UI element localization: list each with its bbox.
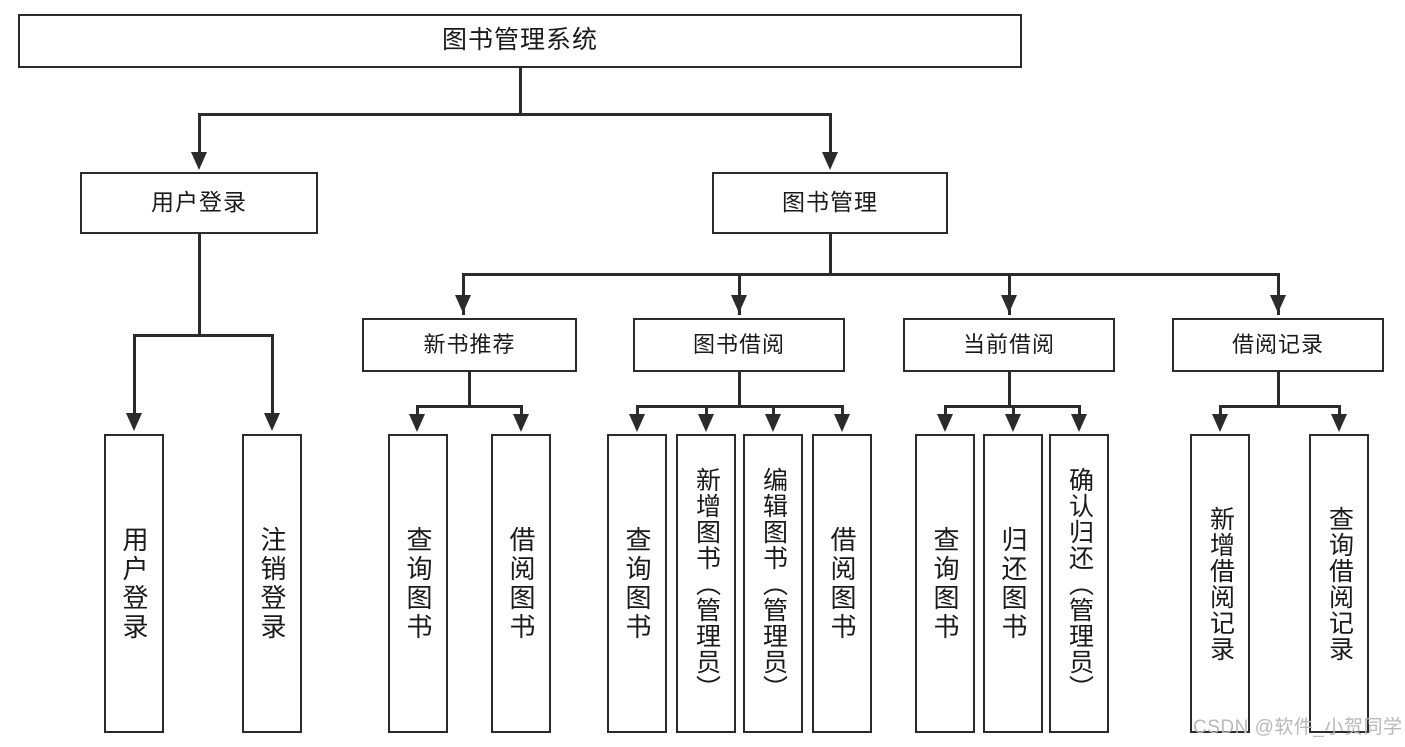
connector-cb-to-leaf-3 [1078,405,1081,417]
connector-user-login-bus [133,334,273,337]
node-label: 借阅记录 [1231,332,1324,358]
node-label: 借阅图书 [827,525,858,642]
connector-root-to-book-management [829,113,832,155]
arrowhead-icon [731,295,747,313]
connector-bb-to-leaf-3 [772,405,775,417]
connector-current-borrow-bus [944,405,1078,408]
connector-book-borrow-bus [636,405,844,408]
connector-new-book-to-leaf-1 [416,405,419,417]
arrowhead-icon [264,413,280,431]
connector-root-to-user-login [198,113,201,155]
connector-root-bus [198,113,832,116]
connector-current-borrow-trunk [1008,372,1011,406]
node-label: 查询图书 [403,525,434,642]
leaf-borrow-book-recommend[interactable]: 借阅图书 [491,434,551,733]
connector-br-to-leaf-2 [1338,405,1341,417]
connector-br-to-leaf-1 [1219,405,1222,417]
arrowhead-icon [126,413,142,431]
connector-book-management-trunk [829,234,832,274]
leaf-query-borrow-record[interactable]: 查询借阅记录 [1309,434,1369,733]
connector-cb-to-leaf-1 [944,405,947,417]
connector-new-book-bus [416,405,522,408]
leaf-borrow-book[interactable]: 借阅图书 [812,434,872,733]
connector-user-login-to-leaf-1 [133,334,136,416]
arrowhead-icon [1331,414,1347,432]
node-book-borrow[interactable]: 图书借阅 [633,318,845,372]
node-root-book-management-system[interactable]: 图书管理系统 [18,14,1022,68]
node-label: 注销登录 [257,525,288,642]
arrowhead-icon [513,414,529,432]
arrowhead-icon [1001,295,1017,313]
connector-bm-to-current-borrow [1008,273,1011,315]
connector-bm-to-new-book [462,273,465,315]
node-label: 图书管理 [782,189,878,216]
connector-bb-to-leaf-4 [841,405,844,417]
arrowhead-icon [1270,295,1286,313]
connector-bb-to-leaf-2 [705,405,708,417]
connector-cb-to-leaf-2 [1012,405,1015,417]
node-label: 查询图书 [622,525,653,642]
node-label: 图书借阅 [692,332,785,358]
connector-borrow-record-bus [1219,405,1340,408]
arrowhead-icon [698,414,714,432]
arrowhead-icon [765,414,781,432]
arrowhead-icon [409,414,425,432]
node-label: 当前借阅 [962,332,1055,358]
node-label: 查询图书 [930,525,961,642]
arrowhead-icon [937,414,953,432]
arrowhead-icon [455,295,471,313]
node-label: 新书推荐 [423,332,516,358]
leaf-logout[interactable]: 注销登录 [242,434,302,733]
connector-book-borrow-trunk [738,372,741,406]
node-label: 用户登录 [119,525,150,642]
arrowhead-icon [629,414,645,432]
node-label: 用户登录 [151,189,247,216]
node-borrow-record[interactable]: 借阅记录 [1172,318,1384,372]
leaf-user-login[interactable]: 用户登录 [104,434,164,733]
arrowhead-icon [822,152,838,170]
node-book-management[interactable]: 图书管理 [712,172,948,234]
node-label: 图书管理系统 [441,26,598,55]
leaf-edit-book-admin[interactable]: 编辑图书（管理员） [743,434,803,733]
connector-user-login-to-leaf-2 [271,334,274,416]
node-label: 归还图书 [998,525,1029,642]
arrowhead-icon [1212,414,1228,432]
leaf-query-book-current[interactable]: 查询图书 [915,434,975,733]
node-label: 编辑图书（管理员） [759,466,788,701]
arrowhead-icon [191,152,207,170]
node-current-borrow[interactable]: 当前借阅 [903,318,1115,372]
node-label: 确认归还（管理员） [1065,466,1094,701]
connector-bm-to-borrow-record [1277,273,1280,315]
connector-bb-to-leaf-1 [636,405,639,417]
connector-new-book-to-leaf-2 [520,405,523,417]
node-label: 新增借阅记录 [1206,505,1235,662]
csdn-watermark: CSDN @软件_小贺同学 [1193,717,1403,738]
node-user-login[interactable]: 用户登录 [80,172,318,234]
connector-root-trunk [519,68,522,114]
leaf-add-book-admin[interactable]: 新增图书（管理员） [676,434,736,733]
connector-book-management-bus [462,273,1280,276]
connector-user-login-trunk [198,234,201,335]
arrowhead-icon [1071,414,1087,432]
arrowhead-icon [834,414,850,432]
node-new-book-recommend[interactable]: 新书推荐 [362,318,577,372]
arrowhead-icon [1005,414,1021,432]
connector-new-book-trunk [468,372,471,406]
leaf-query-book-borrow[interactable]: 查询图书 [607,434,667,733]
node-label: 查询借阅记录 [1325,505,1354,662]
node-label: 借阅图书 [506,525,537,642]
leaf-confirm-return-admin[interactable]: 确认归还（管理员） [1049,434,1109,733]
node-label: 新增图书（管理员） [692,466,721,701]
connector-borrow-record-trunk [1277,372,1280,406]
connector-bm-to-book-borrow [738,273,741,315]
leaf-add-borrow-record[interactable]: 新增借阅记录 [1190,434,1250,733]
leaf-return-book[interactable]: 归还图书 [983,434,1043,733]
leaf-query-book-recommend[interactable]: 查询图书 [388,434,448,733]
